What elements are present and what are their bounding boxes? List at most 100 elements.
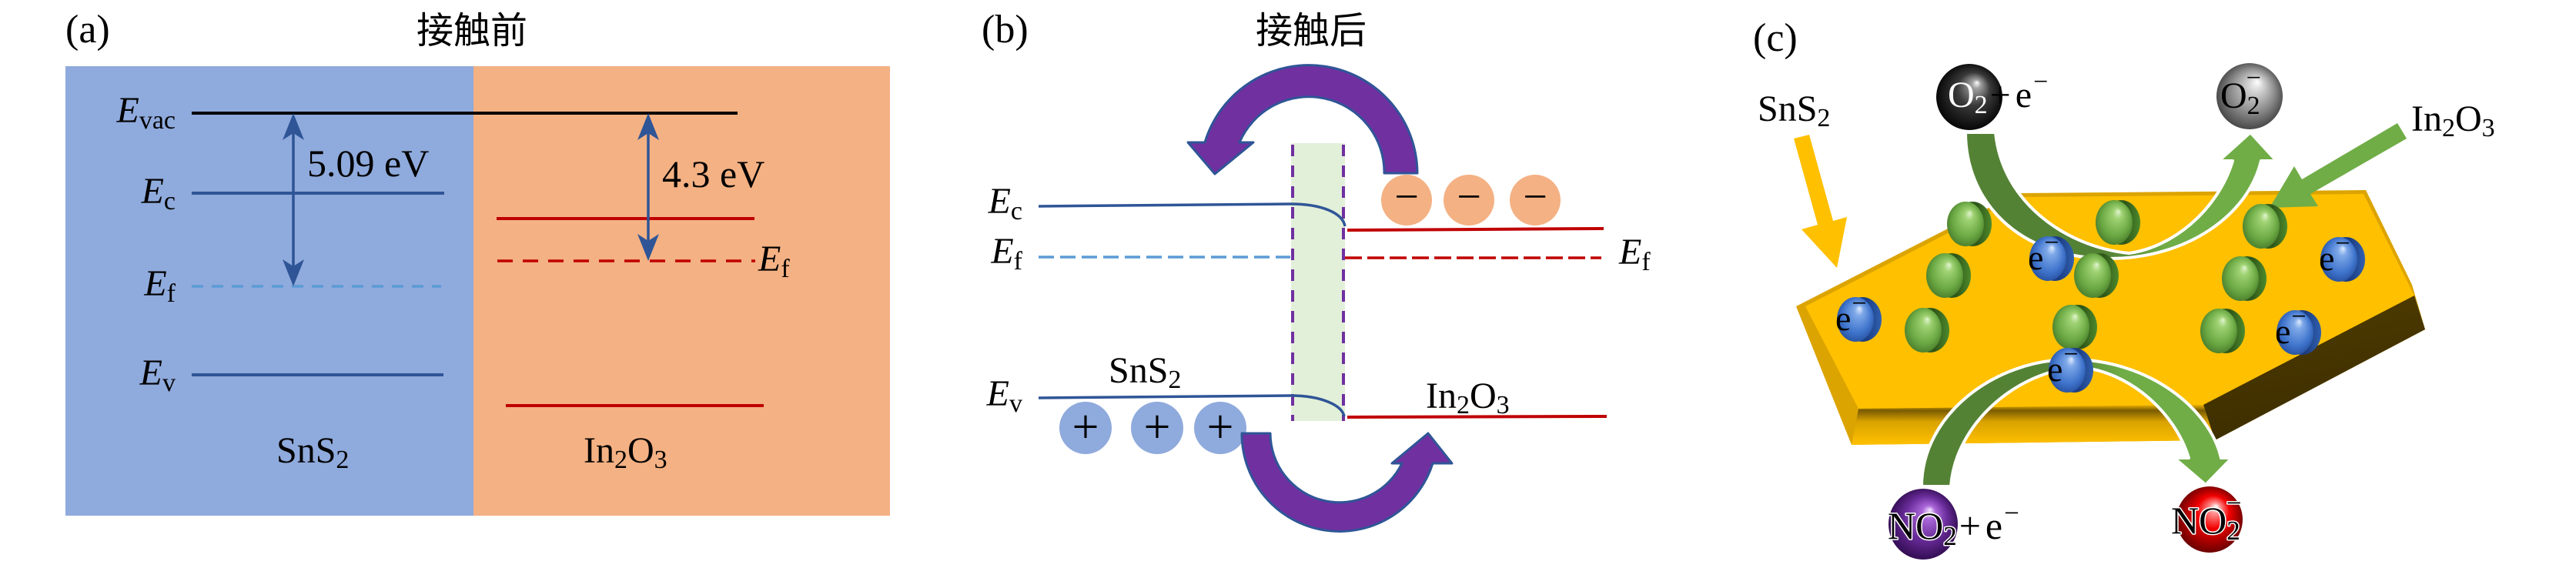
charge-superscript: − [2004,498,2019,528]
charge-superscript: − [2033,68,2048,96]
formula-part: In [1426,376,1457,416]
formula-part: O [2455,99,2482,139]
formula-part: SnS [276,430,336,471]
electron-charge: − [1510,173,1561,226]
charge-circle [1131,402,1183,454]
hole-accumulation: + + + [1059,401,1246,454]
electron-label: e− [2319,229,2350,278]
no2-ion-sphere [2176,486,2243,553]
plus-sign-icon: + [1144,401,1171,453]
energy-symbol: E [1618,232,1641,272]
panel-b-title: 接触后 [1256,9,1367,52]
charge-circle [1381,175,1432,226]
particle-face [2052,305,2089,349]
in2o3-particle [1905,308,1949,352]
in2o3-conduction-band-line [1347,227,1604,232]
fermi-level-label: Ef [143,263,176,308]
energy-symbol: E [139,352,162,393]
electron-accumulation: − − − [1381,173,1561,226]
sns2-callout-label: SnS2 [1758,89,1830,132]
particle-face [1947,202,1984,246]
particle-face [2200,309,2237,353]
hole-charge: + [1131,401,1183,454]
formula-subscript: 2 [1457,391,1470,419]
sns2-work-function-value: 5.09 eV [307,142,429,185]
in2o3-particle [2096,200,2140,245]
electron-particle: e− [2028,229,2074,281]
particle-face [2074,253,2111,298]
formula-part: SnS [1758,89,1817,129]
particle-face [2320,237,2357,282]
valence-band-label: Ev [986,373,1022,418]
formula-subscript: 2 [2442,114,2455,142]
particle-face [2222,256,2259,301]
charge-circle [1444,175,1494,226]
electron-symbol: e [2047,349,2062,389]
plus-sign: + [1959,504,1981,547]
fermi-level-label: Ef [990,231,1022,276]
in2o3-particle [2052,305,2097,349]
energy-subscript: f [1641,248,1651,276]
energy-subscript: f [167,279,176,308]
particle-face [2243,204,2280,249]
in2o3-callout-label: In2O3 [2411,99,2495,142]
electron-label: e− [2275,302,2307,351]
hole-charge: + [1194,401,1246,454]
energy-subscript: v [1009,389,1022,418]
panel-c: (c) SnS2 In2O3 [1753,16,2495,560]
energy-symbol: E [990,231,1013,272]
in2o3-material-label: In2O3 [1426,376,1510,419]
minus-sign-icon: − [1394,173,1419,221]
in2o3-valence-band-line [1347,415,1607,419]
in2o3-particle [2200,309,2245,353]
electron-symbol: e [2319,239,2334,278]
formula-part: NO [1888,504,1943,547]
energy-symbol: E [115,90,139,131]
no2-product-label: NO2− [2171,488,2241,546]
arrow-head-down-icon [637,234,659,261]
sns2-material-label: SnS2 [276,430,349,474]
energy-subscript: f [781,255,790,283]
electron-particle: e− [2319,229,2365,282]
charge-superscript: − [2226,488,2242,518]
sns2-pointer-arrow-icon [1794,135,1847,268]
electron-label: e− [2047,340,2079,389]
no2-reactant-label: NO2+e− [1888,498,2019,551]
conduction-band-label: Ec [141,171,176,216]
panel-c-label: (c) [1753,16,1798,60]
conduction-band-label: Ec [988,181,1022,226]
charge-superscript: − [2063,340,2078,369]
charge-circle [1059,402,1112,454]
formula-part: O [627,430,654,471]
formula-part: SnS [1109,350,1168,391]
charge-superscript: − [2246,64,2261,92]
formula-subscript: 2 [1168,366,1181,394]
energy-subscript: vac [139,106,176,135]
formula-subscript: 2 [336,446,349,474]
formula-part: NO [2171,499,2226,542]
arrow-head-up-icon [283,113,304,140]
in2o3-work-function-value: 4.3 eV [662,152,764,195]
energy-subscript: c [1011,197,1022,226]
in2o3-material-label: In2O3 [584,430,667,474]
arrow-head-up-icon [637,113,659,140]
energy-subscript: c [164,187,176,216]
minus-sign-icon: − [1457,173,1481,221]
energy-symbol: E [143,263,166,304]
panel-b-label: (b) [982,8,1029,52]
in2o3-particle [2243,204,2287,249]
no2-adsorption-arrow-icon [1920,358,2233,488]
arrow-head-down-icon [283,259,304,286]
electron-particle: e− [2275,302,2321,355]
hole-transfer-arrow-icon [1240,432,1454,533]
in2o3-region [473,66,890,516]
charge-superscript: − [2335,229,2350,258]
formula-subscript: 2 [1817,104,1830,132]
nanosheet-side-face [2203,296,2425,440]
formula-subscript: 2 [1943,521,1957,551]
electron-symbol: e [2028,238,2043,277]
formula-part: O [2220,75,2247,116]
no2-molecule: NO2+e− [1887,489,2019,560]
electron-particle: e− [2047,340,2093,393]
charge-superscript: − [1852,289,1866,318]
